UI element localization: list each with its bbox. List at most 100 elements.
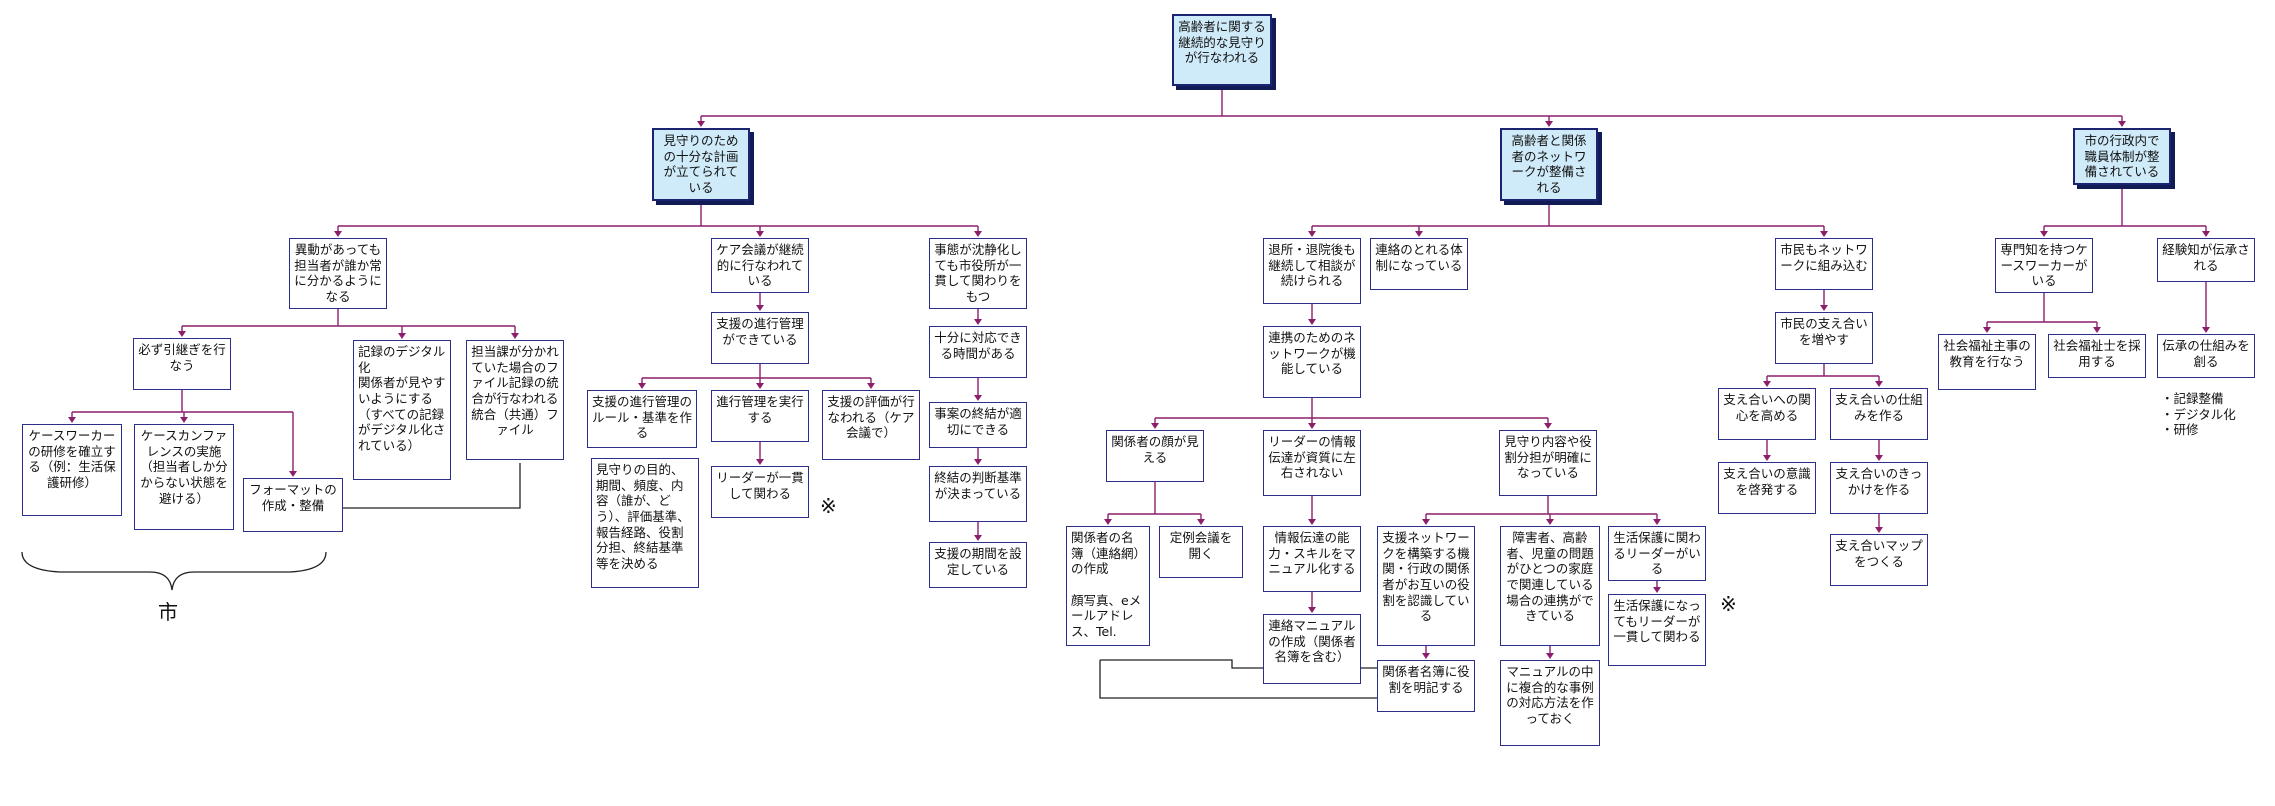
- node-b1-1-2-1: 情報伝達の能力・スキルをマニュアル化する: [1263, 526, 1361, 592]
- arrow-c1-2: [2093, 327, 2101, 333]
- node-b1-1-3: 見守り内容や役割分担が明確になっている: [1499, 430, 1597, 496]
- node-c2-1-note: ・記録整備 ・デジタル化 ・研修: [2157, 388, 2255, 444]
- node-b1-1-3-3: 生活保護に関わるリーダーがいる: [1608, 526, 1706, 581]
- arrow-b1-1-3-2: [1546, 519, 1554, 525]
- arrow-a2-1-1: [638, 383, 646, 389]
- format-link: [343, 463, 521, 509]
- note-mark-1: ※: [820, 494, 837, 518]
- arrow-b1-1-3-1: [1422, 519, 1430, 525]
- arrow-a3-3: [974, 459, 982, 465]
- arrow-b1-1-3-1-1: [1422, 653, 1430, 659]
- city-brace: [21, 551, 327, 591]
- arrow-b3-1-2-1: [1875, 455, 1883, 461]
- arrow-b3-1-1-1: [1763, 455, 1771, 461]
- connector-b1-1-1: [1107, 482, 1202, 520]
- arrow-b3-1-2-2: [1875, 527, 1883, 533]
- arrow-a1-1-2: [180, 417, 188, 423]
- node-a2-1-3: 支援の評価が行なわれる（ケア会議で）: [822, 390, 920, 460]
- node-b2: 連絡のとれる体制になっている: [1370, 238, 1468, 290]
- arrow-b3-1: [1820, 305, 1828, 311]
- arrow-a2-1: [756, 305, 764, 311]
- node-a1-1: 必ず引継ぎを行なう: [133, 338, 231, 390]
- arrow-a1-1: [178, 331, 186, 337]
- node-b1-1-1: 関係者の顔が見える: [1106, 430, 1204, 482]
- node-a3-2: 事案の終結が適切にできる: [929, 402, 1027, 448]
- note-mark-2: ※: [1720, 592, 1737, 616]
- node-c1-1: 社会福祉主事の教育を行なう: [1938, 334, 2036, 390]
- node-b1-1-1-1: 関係者の名簿（連絡網）の作成 顔写真、eメールアドレス、Tel.: [1066, 526, 1150, 646]
- arrow-b1: [1308, 231, 1316, 237]
- node-a2-note: 見守りの目的、期間、頻度、内容（誰が、どう）、評価基準、報告経路、役割分担、終結…: [591, 458, 699, 588]
- node-c1: 専門知を持つケースワーカーがいる: [1995, 238, 2093, 293]
- arrow-l1b: [1545, 121, 1553, 127]
- arrow-a3-1: [974, 319, 982, 325]
- connector-l1b: [1311, 194, 1825, 232]
- arrow-a3-4: [974, 535, 982, 541]
- node-c2: 経験知が伝承される: [2157, 238, 2255, 282]
- node-b3-1-2-1: 支え合いのきっかけを作る: [1830, 462, 1928, 514]
- node-l1a: 見守りのための十分な計画が立てられている: [652, 128, 750, 201]
- node-a3-3: 終結の判断基準が決まっている: [929, 466, 1027, 522]
- arrow-a2-1-3: [867, 383, 875, 389]
- arrow-a1-1-1: [68, 417, 76, 423]
- node-a1-2: 記録のデジタル化 関係者が見やすいようにする（すべての記録がデジタル化されている…: [353, 340, 451, 480]
- arrow-b3-1-1: [1763, 381, 1771, 387]
- connector-a1: [181, 308, 516, 334]
- node-l1c: 市の行政内で職員体制が整備されている: [2073, 128, 2171, 185]
- node-b1-1-3-2-1: マニュアルの中に複合的な事例の対応方法を作っておく: [1500, 660, 1600, 746]
- arrow-a1: [334, 231, 342, 237]
- arrow-a2-1-2-1: [756, 459, 764, 465]
- node-b1-1-3-3-1: 生活保護になってもリーダーが一貫して関わる: [1608, 594, 1706, 666]
- node-a1-1-3: フォーマットの作成・整備: [243, 478, 343, 532]
- node-a1: 異動があっても担当者が誰か常に分かるようになる: [289, 238, 387, 309]
- arrow-c1-1: [1983, 327, 1991, 333]
- arrow-a1-2: [398, 333, 406, 339]
- connector-root: [700, 86, 2123, 122]
- node-b1-1-3-1-1: 関係者名簿に役割を明記する: [1377, 660, 1475, 712]
- node-b1-1: 連携のためのネットワークが機能している: [1263, 326, 1361, 398]
- arrow-l1c: [2118, 121, 2126, 127]
- arrow-c2: [2202, 231, 2210, 237]
- arrow-b1-1: [1308, 319, 1316, 325]
- node-a3: 事態が沈静化しても市役所が一貫して関わりをもつ: [929, 238, 1027, 309]
- node-b3-1-1-1: 支え合いの意識を啓発する: [1718, 462, 1816, 514]
- node-c2-1: 伝承の仕組みを創る: [2157, 334, 2255, 378]
- arrow-b1-1-1-1: [1104, 519, 1112, 525]
- node-a2: ケア会議が継続的に行なわれている: [711, 238, 809, 293]
- arrow-b1-1-2-2: [1308, 607, 1316, 613]
- connector-b1-1: [1154, 398, 1549, 424]
- arrow-b1-1-1-2: [1197, 519, 1205, 525]
- node-b1-1-1-2: 定例会議を開く: [1159, 526, 1243, 578]
- city-label: 市: [158, 600, 178, 624]
- node-c1-2: 社会福祉士を採用する: [2048, 334, 2146, 378]
- connector-b1-1-3: [1425, 496, 1658, 520]
- node-a3-1: 十分に対応できる時間がある: [929, 326, 1027, 378]
- node-a2-1: 支援の進行管理ができている: [711, 312, 809, 364]
- arrow-b2: [1415, 231, 1423, 237]
- arrow-l1a: [697, 121, 705, 127]
- arrow-a3: [974, 231, 982, 237]
- node-b3-1: 市民の支え合いを増やす: [1775, 312, 1873, 364]
- node-a2-1-2-1: リーダーが一貫して関わる: [711, 466, 809, 518]
- arrow-a1-1-3: [289, 471, 297, 477]
- arrow-b1-1-3: [1544, 423, 1552, 429]
- node-a1-1-2: ケースカンファレンスの実施（担当者しか分からない状態を避ける）: [134, 424, 234, 530]
- arrow-c2-1: [2202, 327, 2210, 333]
- arrow-b1-1-1: [1151, 423, 1159, 429]
- roster-link-1: [1099, 660, 1380, 699]
- node-b3: 市民もネットワークに組み込む: [1775, 238, 1873, 290]
- arrow-a2-1-2: [756, 383, 764, 389]
- node-a1-3: 担当課が分かれていた場合のファイル記録の統合が行なわれる 統合（共通）ファイル: [466, 340, 564, 460]
- node-a3-4: 支援の期間を設定している: [929, 542, 1027, 588]
- node-b1-1-3-1: 支援ネットワークを構築する機関・行政の関係者がお互いの役割を認識している: [1377, 526, 1475, 646]
- arrow-a1-3: [511, 333, 519, 339]
- connector-l1c: [2043, 180, 2207, 232]
- node-a1-1-1: ケースワーカーの研修を確立する（例：生活保護研修）: [22, 424, 122, 516]
- arrow-b3: [1820, 231, 1828, 237]
- node-a2-1-2: 進行管理を実行する: [711, 390, 809, 442]
- connector-a1-1: [71, 390, 294, 472]
- node-l1b: 高齢者と関係者のネットワークが整備される: [1500, 128, 1598, 201]
- node-b3-1-2-2: 支え合いマップをつくる: [1830, 534, 1928, 586]
- node-b3-1-2: 支え合いの仕組みを作る: [1830, 388, 1928, 440]
